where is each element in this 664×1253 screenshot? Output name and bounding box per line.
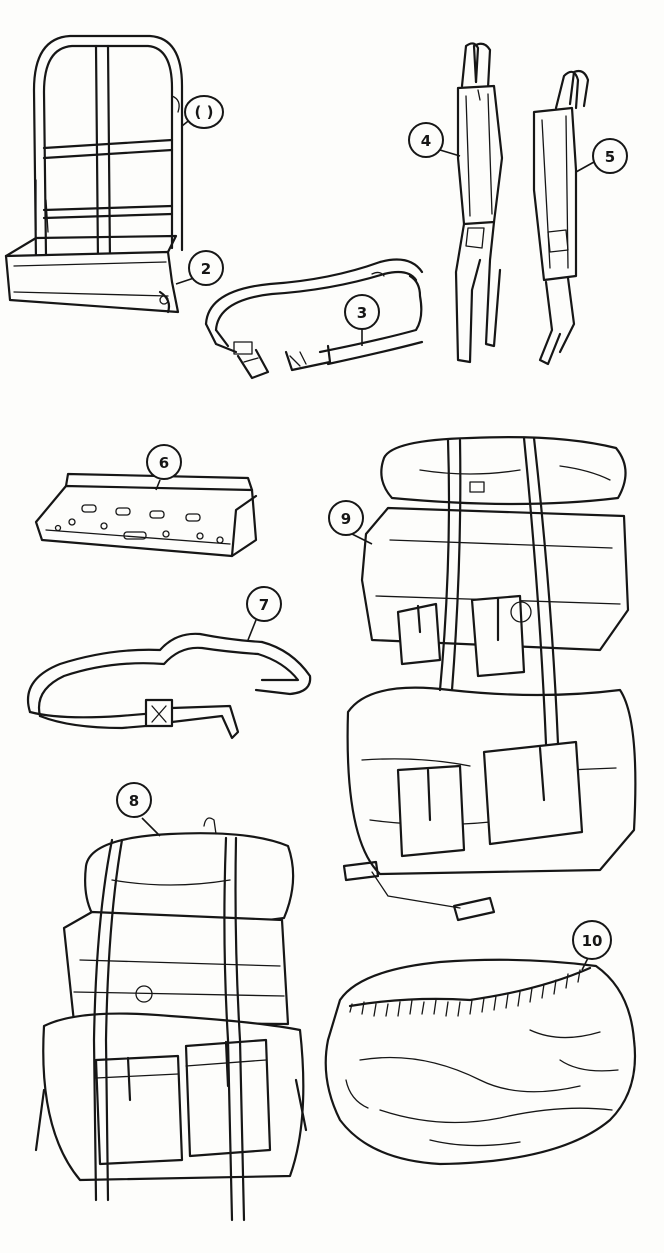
callout-3-label: 3 — [357, 304, 367, 322]
right-shoulder-strap-illustration — [532, 69, 590, 366]
waterproof-bag-illustration — [324, 958, 637, 1166]
tie-down-strap-illustration — [26, 632, 312, 740]
callout-3: 3 — [344, 294, 380, 346]
callout-1-label: ( ) — [195, 103, 214, 121]
callout-7: 7 — [246, 586, 282, 641]
callout-1: ( ) — [181, 95, 224, 129]
callout-10: 10 — [572, 920, 612, 971]
left-shoulder-strap-illustration — [454, 42, 504, 364]
callout-2-label: 2 — [201, 260, 211, 278]
callout-5-label: 5 — [605, 148, 615, 166]
callout-9: 9 — [328, 500, 373, 545]
callout-8: 8 — [116, 782, 161, 837]
callout-9-label: 9 — [341, 510, 351, 528]
callout-4: 4 — [408, 122, 461, 158]
callout-6: 6 — [146, 444, 182, 491]
callout-6-label: 6 — [159, 454, 169, 472]
callout-10-label: 10 — [582, 932, 603, 950]
callout-7-label: 7 — [259, 596, 269, 614]
callout-2: 2 — [175, 250, 224, 286]
waist-belt-illustration — [204, 258, 424, 380]
callout-8-label: 8 — [129, 792, 139, 810]
frame-illustration — [4, 34, 184, 314]
large-pack-illustration — [342, 436, 637, 922]
callout-4-label: 4 — [421, 132, 431, 150]
cargo-shelf-illustration — [34, 472, 258, 558]
callout-5: 5 — [575, 138, 628, 174]
medium-pack-illustration — [34, 817, 308, 1222]
